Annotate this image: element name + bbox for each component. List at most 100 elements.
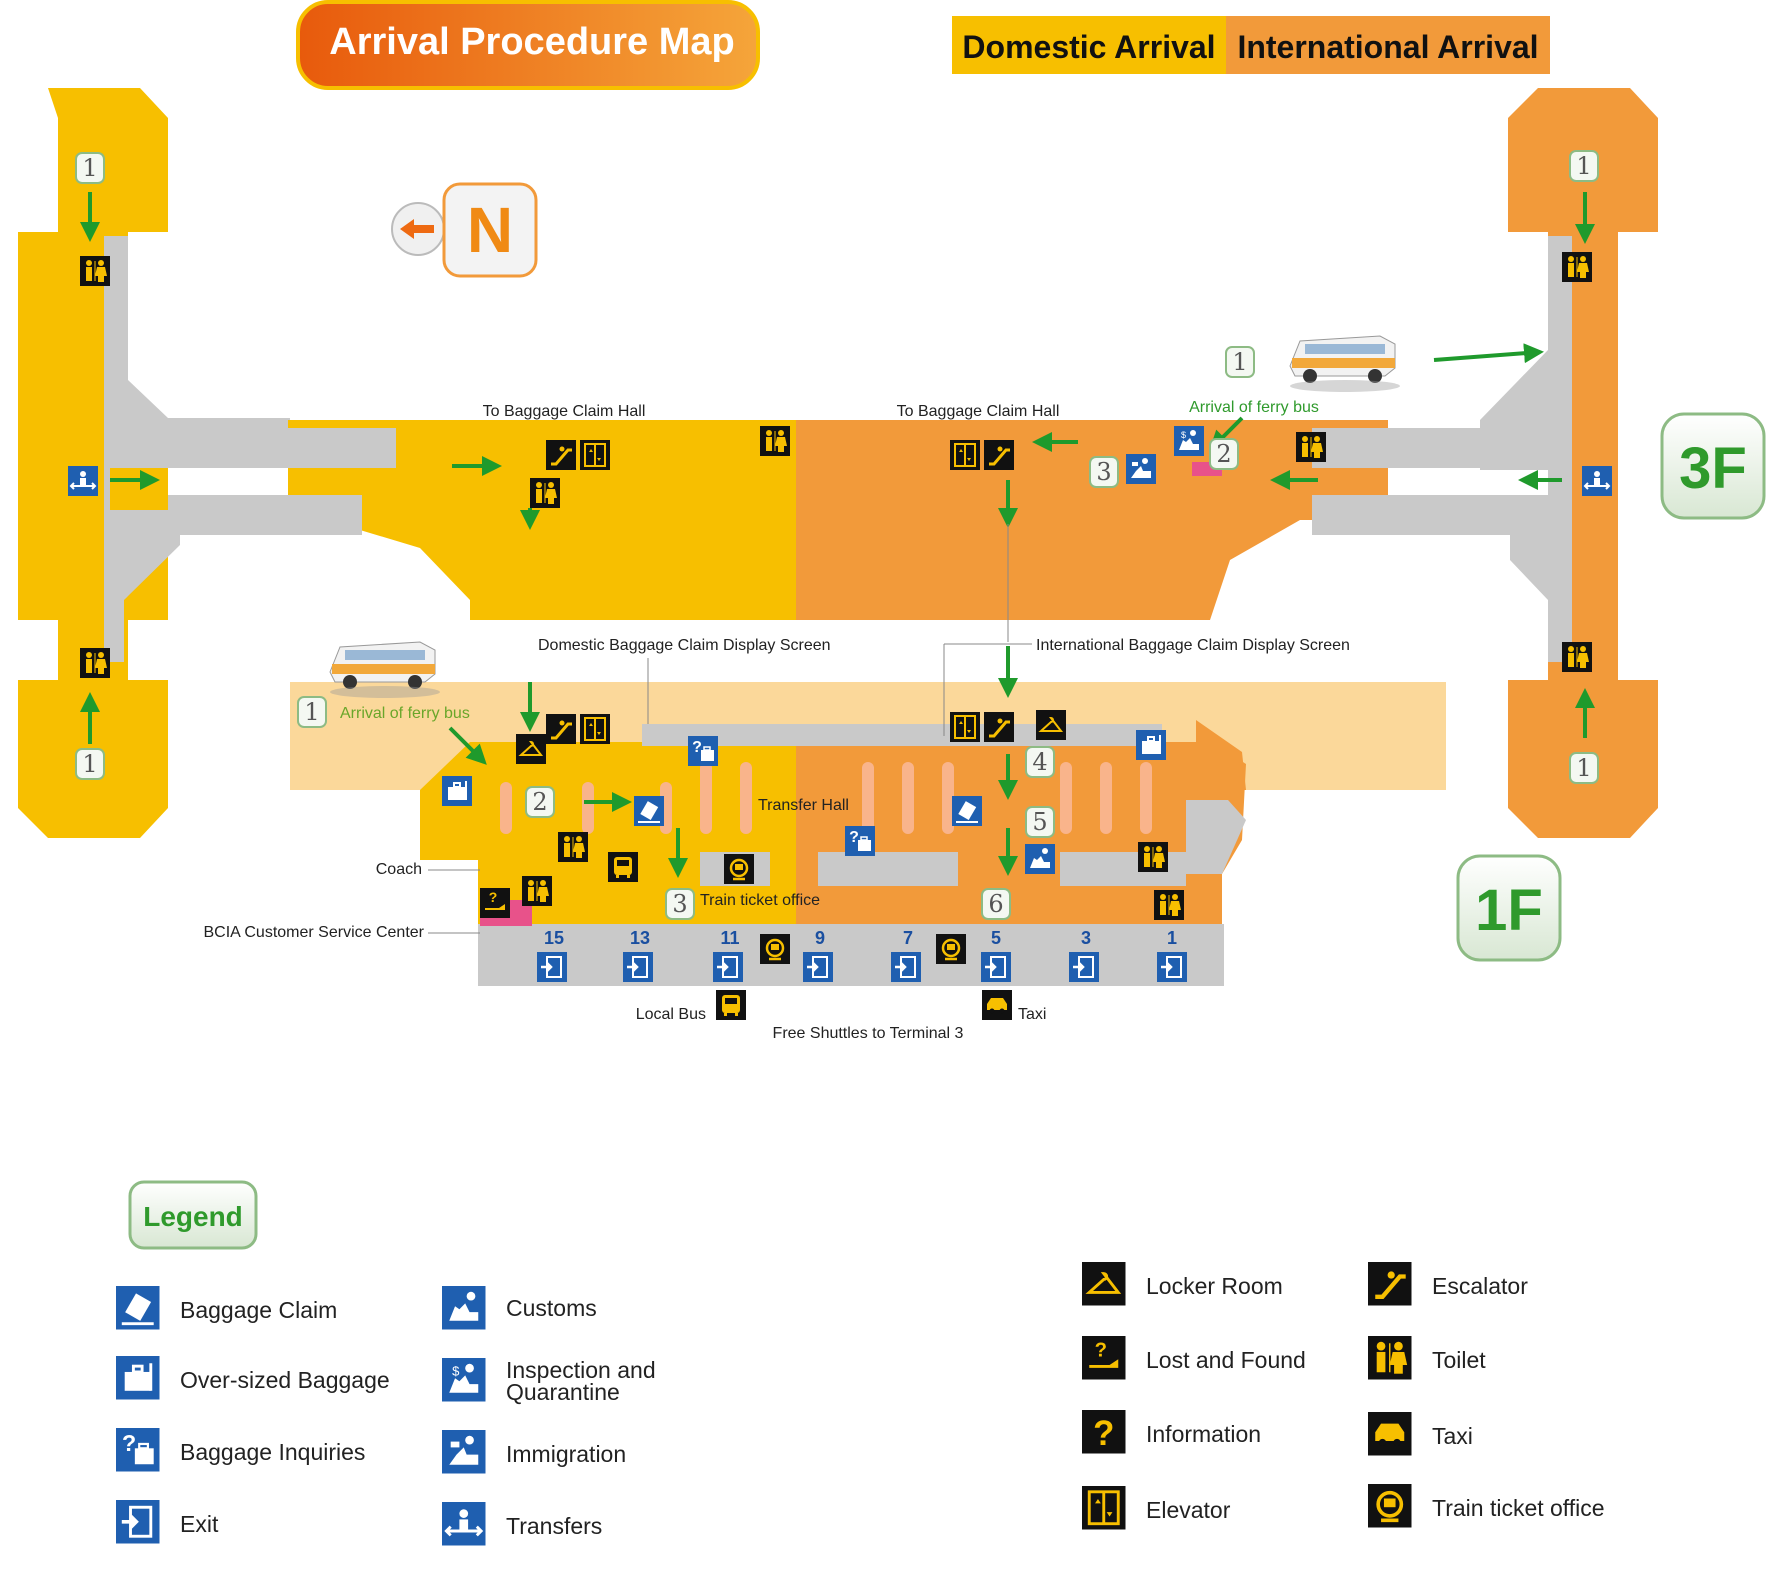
legend-title: Legend — [143, 1201, 243, 1232]
elevator-icon — [949, 439, 981, 471]
elevator-icon — [949, 711, 981, 743]
svg-text:4: 4 — [1032, 748, 1047, 776]
label-ferry-bus-1f: Arrival of ferry bus — [340, 705, 470, 722]
escalator-icon — [544, 712, 578, 746]
label-baggage-hall-right: To Baggage Claim Hall — [897, 403, 1060, 420]
escalator-icon — [982, 710, 1016, 744]
train-ticket-icon — [1366, 1482, 1414, 1530]
label-baggage-hall-left: To Baggage Claim Hall — [483, 403, 646, 420]
legend-label: Baggage Inquiries — [180, 1439, 365, 1465]
baggage-claim-icon — [951, 795, 983, 827]
svg-text:3: 3 — [1096, 458, 1111, 486]
label-taxi: Taxi — [1018, 1006, 1046, 1023]
label-ferry-bus-3f: Arrival of ferry bus — [1189, 399, 1319, 416]
svg-text:1: 1 — [82, 154, 97, 182]
legend-label: Immigration — [506, 1441, 626, 1467]
elevator-icon — [579, 439, 611, 471]
ferry-bus-icon — [329, 641, 441, 699]
transfers-icon — [1581, 465, 1613, 497]
customs-icon — [442, 1286, 486, 1330]
label-train-office: Train ticket office — [700, 892, 820, 909]
floor-badge-1f: 1F — [1456, 854, 1562, 962]
label-international-screen: International Baggage Claim Display Scre… — [1036, 637, 1350, 654]
floor-badge-3f: 3F — [1660, 412, 1766, 520]
label-local-bus: Local Bus — [636, 1006, 706, 1023]
baggage-inquiries-icon — [844, 825, 876, 857]
gate-15: 15 — [544, 928, 564, 948]
tab-international — [1226, 16, 1550, 74]
elevator-icon — [579, 713, 611, 745]
legend-label: Information — [1146, 1421, 1261, 1447]
step-markers: 1 1 1 1 1 1 2 2 3 3 4 5 6 — [75, 150, 1599, 920]
baggage-inquiries-icon — [114, 1426, 161, 1473]
baggage-inquiries-icon — [687, 735, 719, 767]
train-ticket-icon — [722, 852, 756, 886]
immigration-icon — [1126, 454, 1156, 484]
arrival-type-tabs: Domestic Arrival International Arrival — [952, 16, 1550, 74]
svg-text:3: 3 — [672, 890, 687, 918]
legend-label: Lost and Found — [1146, 1347, 1306, 1373]
toilet-icon — [80, 256, 110, 286]
local-bus-icon — [716, 990, 746, 1020]
legend-label: Locker Room — [1146, 1273, 1283, 1299]
arrow-left-icon — [400, 219, 434, 239]
map-title: Arrival Procedure Map — [296, 0, 760, 90]
hall-3f — [168, 420, 1576, 620]
oversized-baggage-icon — [1135, 729, 1167, 761]
taxi-icon — [1368, 1412, 1412, 1456]
toilet-icon — [558, 832, 588, 862]
toilet-icon — [1138, 842, 1168, 872]
north-letter: N — [467, 194, 513, 266]
toilet-icon — [760, 426, 790, 456]
tab-international-label: International Arrival — [1237, 29, 1538, 65]
legend: Legend Baggage Claim Over-sized Baggage … — [114, 1180, 1605, 1547]
toilet-icon — [1154, 890, 1184, 920]
legend-label: Over-sized Baggage — [180, 1367, 390, 1393]
bus-icon — [608, 852, 638, 882]
locker-room-icon — [1080, 1260, 1127, 1307]
immigration-icon — [442, 1430, 486, 1474]
toilet-icon — [530, 478, 560, 508]
locker-room-icon — [1035, 709, 1067, 741]
escalator-icon — [544, 438, 578, 472]
svg-text:1: 1 — [1232, 348, 1247, 376]
label-bcia: BCIA Customer Service Center — [203, 924, 424, 941]
escalator-icon — [1368, 1262, 1412, 1306]
exit-icon — [979, 950, 1013, 984]
gates: 15 13 11 9 7 5 3 1 — [535, 928, 1189, 984]
tab-domestic-label: Domestic Arrival — [962, 29, 1215, 65]
oversized-baggage-icon — [114, 1354, 161, 1401]
svg-text:1: 1 — [82, 750, 97, 778]
toilet-icon — [1562, 252, 1592, 282]
ferry-bus-icon — [1289, 335, 1401, 393]
legend-label: Elevator — [1146, 1497, 1231, 1523]
oversized-baggage-icon — [441, 775, 473, 807]
svg-text:6: 6 — [988, 890, 1003, 918]
baggage-claim-icon — [114, 1284, 161, 1331]
lost-found-icon — [1082, 1336, 1126, 1380]
toilet-icon — [1562, 642, 1592, 672]
legend-label: Transfers — [506, 1513, 602, 1539]
label-transfer-hall: Transfer Hall — [758, 797, 849, 814]
exit-icon — [711, 950, 745, 984]
baggage-claim-icon — [633, 795, 665, 827]
legend-label: Taxi — [1432, 1423, 1473, 1449]
exit-icon — [535, 950, 569, 984]
train-ticket-icon — [934, 932, 968, 966]
taxi-icon — [982, 990, 1012, 1020]
train-ticket-icon — [758, 932, 792, 966]
svg-text:1: 1 — [1576, 152, 1591, 180]
exit-icon — [621, 950, 655, 984]
svg-text:3F: 3F — [1679, 436, 1747, 501]
exit-icon — [1155, 950, 1189, 984]
transfers-icon — [440, 1500, 487, 1547]
exit-icon — [889, 950, 923, 984]
svg-text:1F: 1F — [1475, 878, 1543, 943]
svg-text:2: 2 — [1216, 440, 1231, 468]
information-icon — [1082, 1410, 1126, 1454]
svg-text:1: 1 — [304, 698, 319, 726]
svg-text:2: 2 — [532, 788, 547, 816]
legend-label: Inspection and — [506, 1357, 656, 1383]
north-compass: N — [391, 182, 538, 278]
